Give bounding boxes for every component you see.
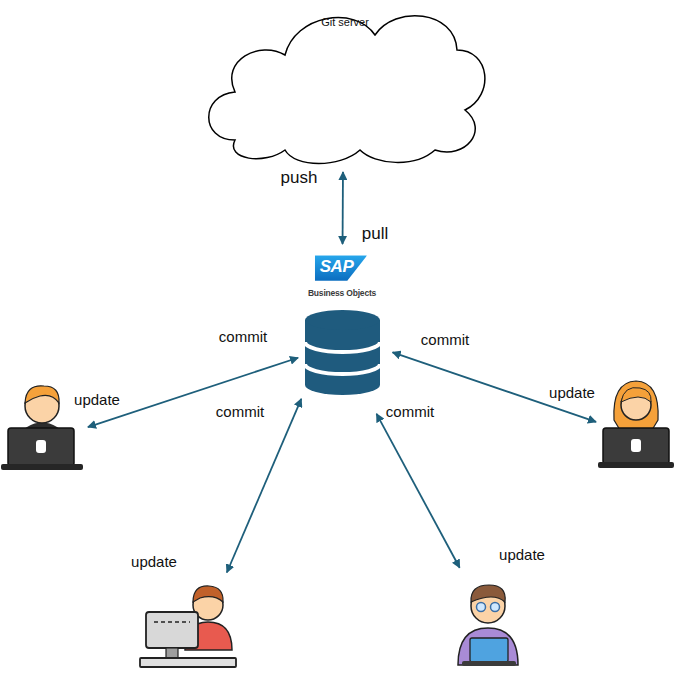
user-icon (1, 386, 83, 470)
user-icon (458, 585, 518, 666)
database-node: SAP Business Objects (300, 252, 385, 398)
node-label: update (131, 554, 177, 571)
logo-text: SAP (315, 255, 367, 281)
node-label: update (549, 385, 595, 402)
edge-label: pull (362, 225, 388, 244)
database-cylinder (305, 310, 380, 395)
logo-subtitle: Business Objects (308, 289, 376, 298)
edge-label: commit (219, 329, 267, 346)
node-label: update (74, 392, 120, 409)
user-icon (598, 381, 674, 468)
user-node: update (140, 578, 236, 672)
edge-label: commit (421, 332, 469, 349)
edge-label: commit (386, 404, 434, 421)
double-arrow (227, 399, 301, 573)
node-title: Git server (321, 16, 369, 28)
user-node: update (452, 573, 522, 671)
cloud-node: Git server (195, 0, 491, 168)
edge-label: commit (216, 404, 264, 421)
edge-label: push (281, 169, 318, 188)
user-icon (140, 586, 236, 667)
double-arrow (377, 414, 460, 568)
user-node: update (597, 378, 677, 470)
double-arrow (342, 172, 344, 244)
user-node: update (0, 380, 86, 470)
node-label: update (499, 547, 545, 564)
